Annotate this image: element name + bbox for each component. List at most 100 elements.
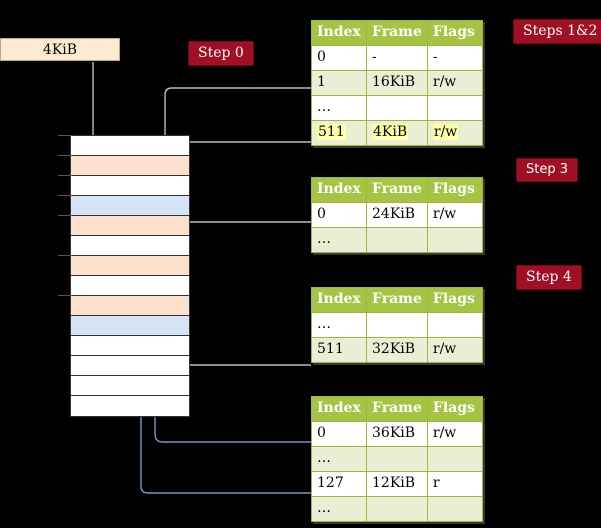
memory-frame-row [71,296,189,316]
cell-flags: r/w [426,120,483,146]
table-row: 0-- [311,45,483,71]
table-row: … [311,227,483,253]
memory-frame-tick [58,215,72,216]
memory-frame-row [71,196,189,216]
memory-frame-row [71,156,189,176]
cell-index: 1 [311,70,367,96]
table-row: … [311,95,483,121]
cell-index: 0 [311,202,367,228]
badge-step-0-label: Step 0 [198,45,244,61]
badge-step-0: Step 0 [188,41,254,66]
cell-flags: r/w [426,70,483,96]
cell-index: … [311,227,367,253]
memory-frame-row [71,396,189,416]
memory-frame-row [71,336,189,356]
cell-frame: 12KiB [366,471,428,497]
column-header-index: Index [311,287,367,313]
memory-frame-tick [58,255,72,256]
cell-index: 0 [311,421,367,447]
column-header-flags: Flags [426,396,483,422]
column-header-frame: Frame [366,20,428,46]
wire-mem-to-l1-36kib [147,327,311,443]
cell-frame [366,496,428,522]
column-header-index: Index [311,396,367,422]
memory-frame-row [71,356,189,376]
highlight-mark: r/w [432,123,459,140]
cell-frame [366,312,428,338]
wire-mem-to-l1-12kib [133,206,311,494]
cell-index: … [311,496,367,522]
wire-l3-24kib [179,221,311,253]
cell-flags [426,496,483,522]
cell-index: 511 [311,120,367,146]
cell-frame: 16KiB [366,70,428,96]
memory-frame-tick [58,295,72,296]
memory-frame-row [71,236,189,256]
cell-index: 0 [311,45,367,71]
column-header-index: Index [311,177,367,203]
cell-frame [366,227,428,253]
memory-frame-row [71,256,189,276]
cell-frame: 32KiB [366,337,428,363]
column-header-flags: Flags [426,20,483,46]
memory-frame-row [71,216,189,236]
badge-step-4-label: Step 4 [526,269,572,285]
cell-frame: 36KiB [366,421,428,447]
memory-frame-tick [58,175,72,176]
memory-frame-tick [58,135,72,136]
highlight-mark: 4KiB [372,123,409,140]
cell-flags: - [426,45,483,71]
cell-frame: - [366,45,428,71]
memory-frame-row [71,136,189,156]
cell-frame: 24KiB [366,202,428,228]
cell-frame: 4KiB [366,120,428,146]
memory-column [70,135,190,417]
badge-step-3-label: Step 3 [526,162,569,177]
cell-flags [426,446,483,472]
badge-steps-1-2-label: Steps 1&2 [523,23,598,39]
column-header-index: Index [311,20,367,46]
column-header-frame: Frame [366,287,428,313]
cell-flags: r/w [426,337,483,363]
column-header-frame: Frame [366,177,428,203]
cell-frame [366,446,428,472]
wire-l4-16kib [164,87,311,154]
table-row: … [311,312,483,338]
cell-flags: r/w [426,421,483,447]
table-row: 511 4KiB r/w [311,120,483,146]
source-frame-label: 4KiB [42,41,78,58]
table-row: … [311,496,483,522]
cell-flags: r/w [426,202,483,228]
column-header-flags: Flags [426,287,483,313]
cell-flags [426,312,483,338]
highlight-mark: 511 [317,123,346,140]
badge-step-4: Step 4 [516,265,582,290]
badge-step-3: Step 3 [516,158,579,182]
cell-index: … [311,95,367,121]
cell-index: … [311,312,367,338]
memory-frame-row [71,176,189,196]
column-header-frame: Frame [366,396,428,422]
memory-frame-row [71,276,189,296]
table-row: … [311,446,483,472]
cell-frame [366,95,428,121]
cell-flags: r [426,471,483,497]
badge-steps-1-2: Steps 1&2 [513,19,601,44]
column-header-flags: Flags [426,177,483,203]
memory-frame-tick [58,155,72,156]
cell-flags [426,95,483,121]
cell-index: … [311,446,367,472]
source-frame-box: 4KiB [0,38,120,61]
memory-frame-row [71,316,189,336]
cell-flags [426,227,483,253]
